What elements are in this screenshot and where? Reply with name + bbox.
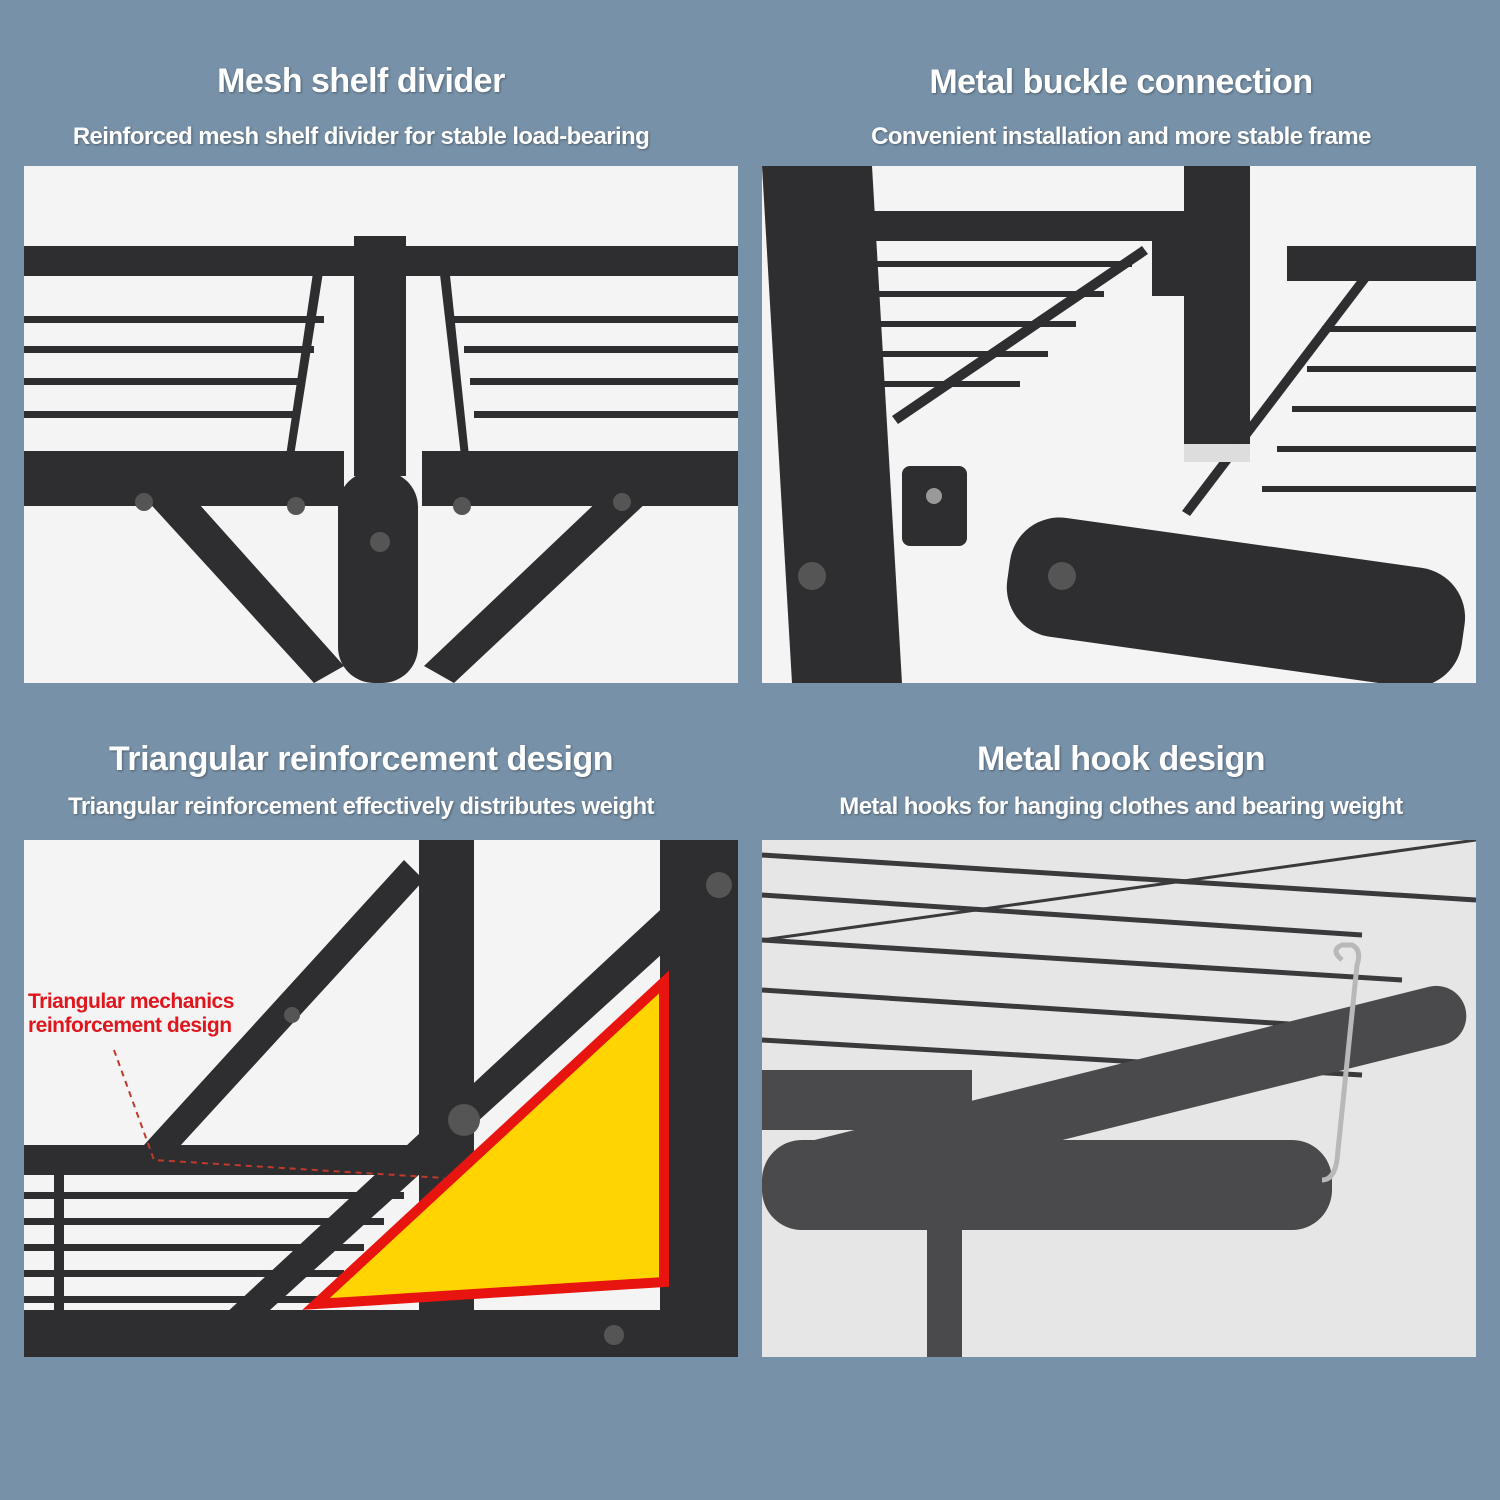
panel-title-mesh-divider: Mesh shelf divider [217, 62, 505, 100]
panel-title-metal-hook: Metal hook design [976, 740, 1266, 778]
metal-hook-image [762, 840, 1476, 1357]
triangular-reinforcement-image: Triangular mechanics reinforcement desig… [24, 840, 738, 1357]
panel-title-triangular: Triangular reinforcement design [108, 740, 614, 778]
metal-buckle-image [762, 166, 1476, 683]
triangle-callout-label: Triangular mechanics reinforcement desig… [28, 990, 234, 1038]
panel-subtitle-metal-buckle: Convenient installation and more stable … [871, 123, 1371, 150]
panel-title-metal-buckle: Metal buckle connection [929, 63, 1313, 101]
panel-subtitle-triangular: Triangular reinforcement effectively dis… [68, 793, 654, 820]
callout-line-2: reinforcement design [28, 1014, 232, 1037]
panel-subtitle-mesh-divider: Reinforced mesh shelf divider for stable… [72, 123, 650, 150]
callout-line-1: Triangular mechanics [28, 990, 234, 1013]
panel-subtitle-metal-hook: Metal hooks for hanging clothes and bear… [839, 793, 1403, 820]
mesh-divider-image [24, 166, 738, 683]
